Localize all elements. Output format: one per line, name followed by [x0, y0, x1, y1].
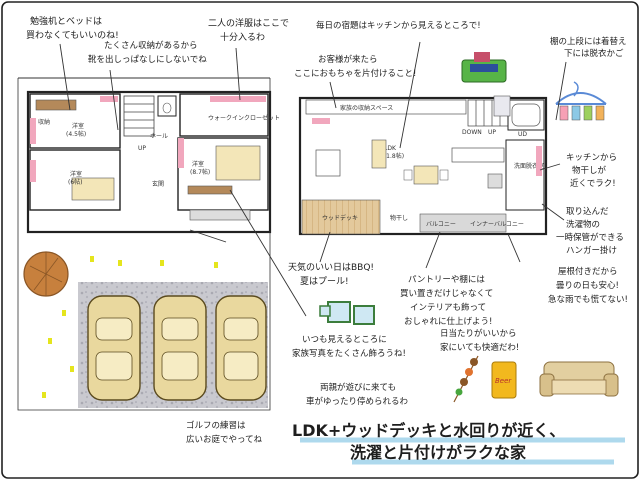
- headline: LDK+ウッドデッキと水回りが近く、 洗濯と片付けがラクな家: [292, 421, 625, 465]
- note-roof: 屋根付きだから 曇りの日も安心! 急な雨でも慌てない!: [548, 266, 628, 305]
- beer-label: Beer: [495, 377, 512, 385]
- note-drying: キッチンから 物干しが 近くでラク!: [566, 153, 620, 189]
- sofa-icon: [539, 361, 619, 397]
- family-storage-label: 家族の収納スペース: [340, 104, 393, 112]
- ud-label: UD: [518, 131, 527, 138]
- garden-area: [20, 234, 268, 408]
- first-floor-plan: 家族の収納スペース LDK (21.8帖) DOWN UP UD 洗面脱衣室: [298, 96, 548, 236]
- western-1-size: (4.5帖): [66, 130, 86, 138]
- inner-balcony-label: インナーバルコニー: [470, 221, 524, 228]
- western-2-size: (6帖): [68, 178, 83, 186]
- hall-label: ホール: [150, 133, 168, 140]
- balcony-label: バルコニー: [426, 221, 456, 228]
- ldk-label: LDK: [384, 145, 397, 152]
- storage-desk-label: 収納: [38, 118, 50, 126]
- hanger-icon: [555, 81, 607, 121]
- toybox-icon: [461, 52, 507, 83]
- western-3-label: 洋室: [192, 160, 204, 168]
- note-parents: 両親が遊びに来ても 車がゆったり停められるわ: [306, 382, 408, 407]
- note-clothes: 二人の洋服はここで 十分入るわ: [208, 17, 292, 43]
- note-shade: 日当たりがいいから 家にいても快適だわ!: [440, 328, 519, 353]
- ldk-size: (21.8帖): [380, 152, 404, 160]
- beer-can-icon: Beer: [491, 361, 517, 399]
- western-2-label: 洋室: [70, 170, 82, 178]
- note-shoes: たくさん収納があるから 靴を出しっぱなしにしないでね: [88, 40, 207, 65]
- note-toys: お客様が来たら ここにおもちゃを片付けること!: [294, 54, 416, 79]
- wood-deck: [301, 199, 381, 235]
- entrance-label: 玄関: [152, 180, 164, 188]
- walkin-label: ウォークインクローゼット: [208, 114, 280, 122]
- car-icons: [87, 295, 267, 401]
- up-label-right: UP: [488, 129, 496, 136]
- leader-lines: [59, 41, 567, 317]
- note-homework: 毎日の宿題はキッチンから見えるところで!: [316, 20, 481, 31]
- note-photos: いつも見えるところに 家族写真をたくさん飾ろうね!: [292, 335, 406, 359]
- second-floor-plan: UP ホール 玄関 洋室 (4.5帖) 洋室 (6帖) 洋室 (8.7帖) ウォ…: [17, 77, 280, 411]
- note-golf: ゴルフの練習は 広いお庭でやってね: [186, 420, 263, 445]
- note-hanger: 取り込んだ 洗濯物の 一時保管ができる ハンガー掛け: [556, 206, 627, 256]
- headline-line-1: LDK+ウッドデッキと水回りが近く、: [292, 421, 565, 440]
- washroom-label: 洗面脱衣室: [514, 162, 544, 170]
- note-pantry: パントリーや棚には 買い置きだけじゃなくて インテリアも飾って おしゃれに仕上げ…: [400, 274, 496, 327]
- note-shelf: 棚の上段には着替え 下には脱衣かご: [550, 36, 629, 59]
- note-desk-bed: 勉強机とベッドは 買わなくてもいいのね!: [26, 15, 119, 41]
- annotations: 勉強机とベッドは 買わなくてもいいのね! たくさん収納があるから 靴を出しっぱな…: [26, 15, 629, 445]
- up-label-left: UP: [138, 145, 146, 152]
- headline-line-2: 洗濯と片付けがラクな家: [350, 443, 527, 462]
- photo-frames-icon: [319, 301, 375, 325]
- western-1-label: 洋室: [72, 122, 84, 130]
- dryer-label: 物干し: [390, 214, 408, 222]
- bathtub-icon: [493, 95, 511, 117]
- western-3-size: (8.7帖): [190, 168, 210, 176]
- skewer-icon: [453, 355, 479, 403]
- note-bbq: 天気のいい日はBBQ! 夏はプール!: [288, 261, 377, 287]
- down-label: DOWN: [462, 129, 482, 136]
- wood-deck-label: ウッドデッキ: [322, 214, 358, 222]
